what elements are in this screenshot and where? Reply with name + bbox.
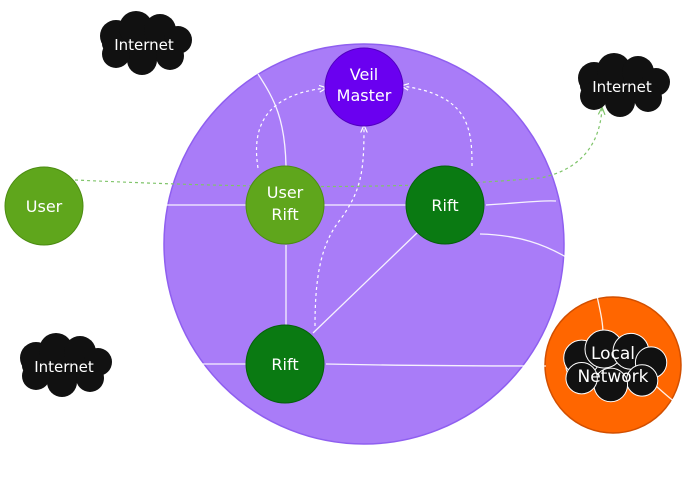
user-rift-node[interactable]: User Rift <box>245 165 325 245</box>
veil-master-node[interactable]: Veil Master <box>324 47 404 127</box>
local-network-line1: Local <box>591 344 635 364</box>
internet-cloud-top-left: Internet <box>100 11 192 75</box>
rift-bottom-label: Rift <box>271 355 298 374</box>
dashed-links <box>74 86 602 327</box>
veil-master-line2: Master <box>337 86 392 105</box>
user-rift-line2: Rift <box>271 205 298 224</box>
rift-bottom-node[interactable]: Rift <box>245 324 325 404</box>
local-network-line2: Network <box>578 367 649 387</box>
rift-right-label: Rift <box>431 196 458 215</box>
internet-cloud-bottom-left-label: Internet <box>34 358 94 376</box>
internet-cloud-top-right-label: Internet <box>592 78 652 96</box>
internet-cloud-top-left-label: Internet <box>114 36 174 54</box>
veil-master-line1: Veil <box>350 65 378 84</box>
user-label: User <box>26 197 63 216</box>
user-node[interactable]: User <box>4 166 84 246</box>
internet-cloud-top-right: Internet <box>578 53 670 117</box>
user-rift-line1: User <box>267 183 304 202</box>
internet-cloud-bottom-left: Internet <box>20 333 112 397</box>
rift-right-node[interactable]: Rift <box>405 165 485 245</box>
